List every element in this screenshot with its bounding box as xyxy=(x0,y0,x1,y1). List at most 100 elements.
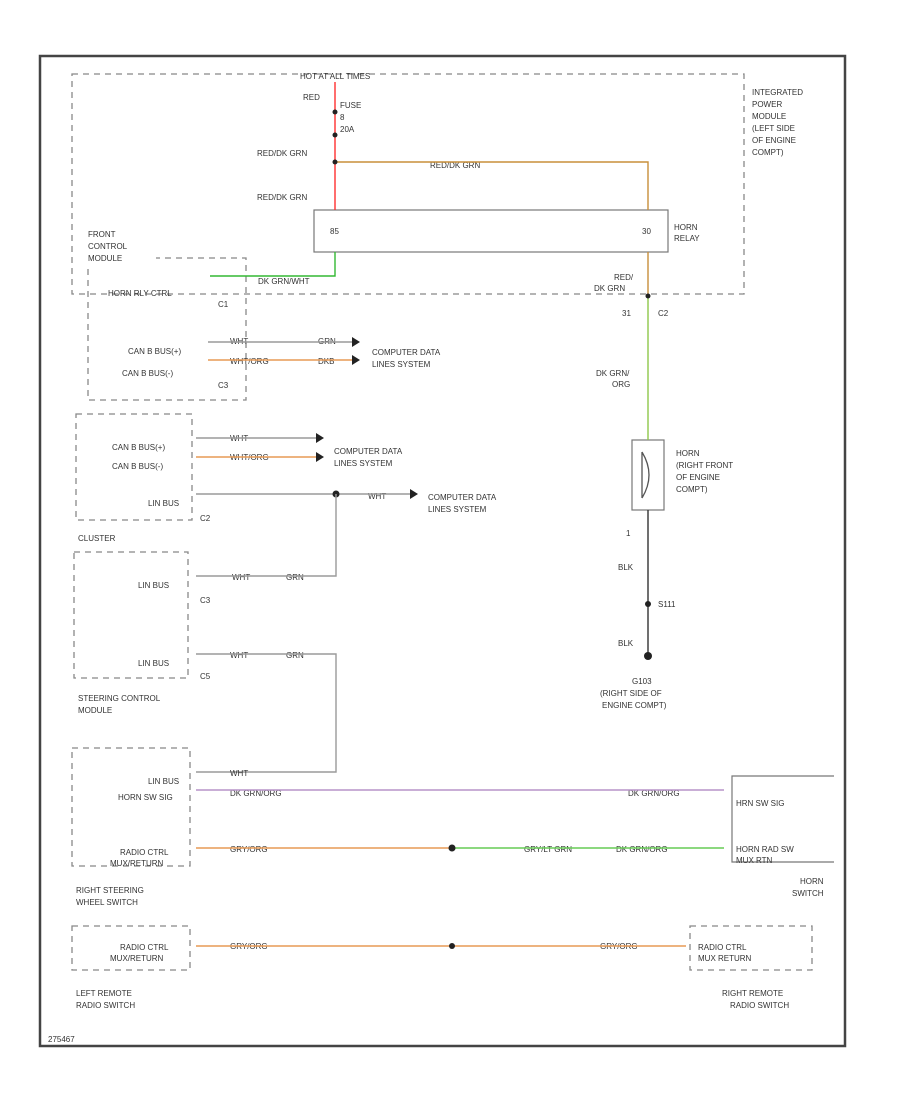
scm-wht2-label: WHT xyxy=(230,651,248,660)
splice-s111-label: S111 xyxy=(658,600,676,609)
horn-body xyxy=(631,439,665,511)
horn-pin-label: 1 xyxy=(626,529,631,538)
scm-connector-c3: C3 xyxy=(200,596,211,605)
rrsw-boundary xyxy=(689,925,813,971)
scm-lin-lower-wire xyxy=(196,653,337,773)
scm-boundary xyxy=(73,551,189,679)
red-dkgrn-label-2: RED/DK GRN xyxy=(430,161,480,170)
remote-radio-splice-dot xyxy=(449,943,455,949)
ipm-boundary xyxy=(71,73,745,295)
rsw-horn-sig-label: HORN SW SIG xyxy=(118,793,173,802)
rsw-boundary xyxy=(71,747,191,867)
cluster-can-plus-label: CAN B BUS(+) xyxy=(112,443,165,452)
cluster-can-minus-arrow xyxy=(316,452,324,462)
figure-id: 275467 xyxy=(48,1035,75,1044)
fcm-boundary xyxy=(87,257,247,401)
red-dkgrn-label-3: RED/DK GRN xyxy=(257,193,307,202)
splice-dot-ipm xyxy=(332,159,338,165)
cluster-can-plus-arrow xyxy=(316,433,324,443)
fuse-bottom-dot xyxy=(332,132,338,138)
fcm-wht-org-label: WHT/ORG xyxy=(230,357,269,366)
rsw-gry-ltgrn-label: GRY/LT GRN xyxy=(524,845,572,854)
diagram-frame xyxy=(38,54,847,1048)
fuse-top-dot xyxy=(332,109,338,115)
scm-lin-upper-wire xyxy=(196,494,337,577)
horn-symbol xyxy=(641,451,650,499)
cluster-connector: C2 xyxy=(200,514,211,523)
fcm-dkb-label: DKB xyxy=(318,357,334,366)
fcm-can-minus-label: CAN B BUS(-) xyxy=(122,369,173,378)
cluster-lin-arrow xyxy=(410,489,418,499)
horn-switch-boundary xyxy=(731,775,834,863)
scm-grn2-label: GRN xyxy=(286,651,304,660)
splice-s111-dot xyxy=(645,601,651,607)
radio-return-splice-dot xyxy=(448,844,456,852)
relay-output-wire-label: RED/DK GRN xyxy=(594,273,634,293)
rsw-wht-label: WHT xyxy=(230,769,248,778)
horn-relay-ctrl-label: HORN RLY CTRL xyxy=(108,289,172,298)
red-wire-label: RED xyxy=(303,93,320,102)
cluster-name-label: CLUSTER xyxy=(78,534,116,543)
scm-wht-label: WHT xyxy=(232,573,250,582)
relay-pin-30: 30 xyxy=(642,227,651,236)
horn-blk2-label: BLK xyxy=(618,639,634,648)
scm-lin1-label: LIN BUS xyxy=(138,581,169,590)
dkgrn-wht-label: DK GRN/WHT xyxy=(258,277,310,286)
scm-grn-label: GRN xyxy=(286,573,304,582)
horn-wire-label: DK GRN/ORG xyxy=(596,369,630,389)
fcm-can-minus-arrow xyxy=(352,355,360,365)
steering-control-module: LIN BUS C3 LIN BUS C5 WHT GRN WHT GRN ST… xyxy=(73,551,304,715)
relay-output-pin: 31 xyxy=(622,309,631,318)
scm-connector-c5: C5 xyxy=(200,672,211,681)
rsw-dkgrn-org-label-3: DK GRN/ORG xyxy=(616,845,668,854)
fcm-can-plus-arrow xyxy=(352,337,360,347)
fcm-can-plus-label: CAN B BUS(+) xyxy=(128,347,181,356)
fcm-connector-c3: C3 xyxy=(218,381,229,390)
red-dkgrn-label-1: RED/DK GRN xyxy=(257,149,307,158)
hot-at-all-times-label: HOT AT ALL TIMES xyxy=(300,72,370,81)
rsw-dkgrn-org-label: DK GRN/ORG xyxy=(230,789,282,798)
rsw-dkgrn-org-label-2: DK GRN/ORG xyxy=(628,789,680,798)
ground-g103-dot xyxy=(644,652,652,660)
cluster-boundary xyxy=(75,413,193,521)
horn-switch-sig-label: HRN SW SIG xyxy=(736,799,784,808)
lrsw-boundary xyxy=(71,925,191,971)
horn-relay-control-wire xyxy=(210,252,336,277)
rsw-lin-label: LIN BUS xyxy=(148,777,179,786)
relay-pin-85: 85 xyxy=(330,227,339,236)
rsw-gry-org-label: GRY/ORG xyxy=(230,845,268,854)
cluster-wht2-label: WHT xyxy=(368,492,386,501)
ipm-name-label: INTEGRATED POWER MODULE (LEFT SIDE OF EN… xyxy=(752,88,805,157)
cluster-lin-label: LIN BUS xyxy=(148,499,179,508)
cluster-can-minus-label: CAN B BUS(-) xyxy=(112,462,163,471)
relay-output-dot xyxy=(645,293,651,299)
scm-lin2-label: LIN BUS xyxy=(138,659,169,668)
instrument-cluster: CAN B BUS(+) CAN B BUS(-) LIN BUS C2 WHT… xyxy=(75,413,497,543)
horn-blk1-label: BLK xyxy=(618,563,634,572)
